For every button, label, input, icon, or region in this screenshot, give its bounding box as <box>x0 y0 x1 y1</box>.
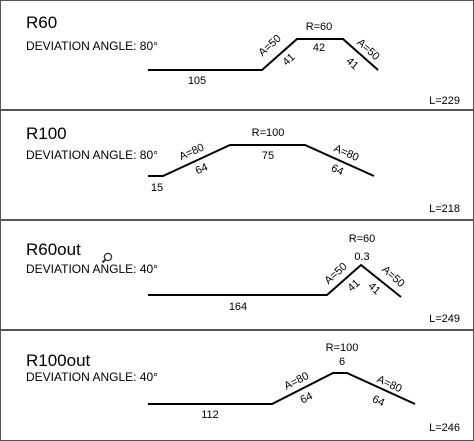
panel-r60out: R60out DEVIATION ANGLE: 40° 164 A=50 41 … <box>0 220 474 330</box>
profile-line <box>148 372 416 405</box>
panel-frame <box>0 0 474 110</box>
segment-length-label: 6 <box>339 356 345 368</box>
segment-length-label: 105 <box>188 75 206 87</box>
panel-subtitle: DEVIATION ANGLE: 80° <box>26 39 158 53</box>
total-length: L=218 <box>429 203 460 215</box>
panel-title: R100 <box>26 124 67 143</box>
segment-length-label: 15 <box>151 182 163 194</box>
segment-length-label: 64 <box>329 162 345 178</box>
panel-subtitle: DEVIATION ANGLE: 80° <box>26 148 158 162</box>
panel-frame <box>0 330 474 441</box>
segment-length-label: 64 <box>298 390 314 406</box>
radius-label: R=60 <box>306 21 333 33</box>
profile-line <box>148 263 402 298</box>
radius-label: R=60 <box>349 233 376 245</box>
segment-length-label: 164 <box>229 301 247 313</box>
panel-subtitle: DEVIATION ANGLE: 40° <box>26 262 158 276</box>
segment-length-label: 0.3 <box>354 251 369 263</box>
profile-line <box>148 38 379 71</box>
radius-label: R=100 <box>252 127 285 139</box>
total-length: L=229 <box>429 95 460 107</box>
segment-length-label: 64 <box>370 393 386 409</box>
panel-title: R60 <box>26 13 57 32</box>
panel-r100: R100 DEVIATION ANGLE: 80° 15 A=80 64 R=1… <box>0 110 474 220</box>
segment-length-label: 112 <box>201 409 219 421</box>
magnifier-icon <box>101 252 113 264</box>
total-length: L=246 <box>429 422 460 434</box>
radius-label: R=100 <box>326 342 359 354</box>
panel-subtitle: DEVIATION ANGLE: 40° <box>26 370 158 384</box>
panel-r100out: R100out DEVIATION ANGLE: 40° 112 A=80 64… <box>0 330 474 441</box>
panel-frame <box>0 220 474 330</box>
segment-length-label: 75 <box>262 150 274 162</box>
panel-r60: R60 DEVIATION ANGLE: 80° 105 A=50 41 R=6… <box>0 0 474 110</box>
panel-title: R100out <box>26 351 91 370</box>
segment-length-label: 42 <box>313 42 325 54</box>
total-length: L=249 <box>429 313 460 325</box>
segment-length-label: 64 <box>194 161 210 177</box>
panel-title: R60out <box>26 240 81 259</box>
panel-frame <box>0 110 474 220</box>
profile-line <box>148 144 375 177</box>
